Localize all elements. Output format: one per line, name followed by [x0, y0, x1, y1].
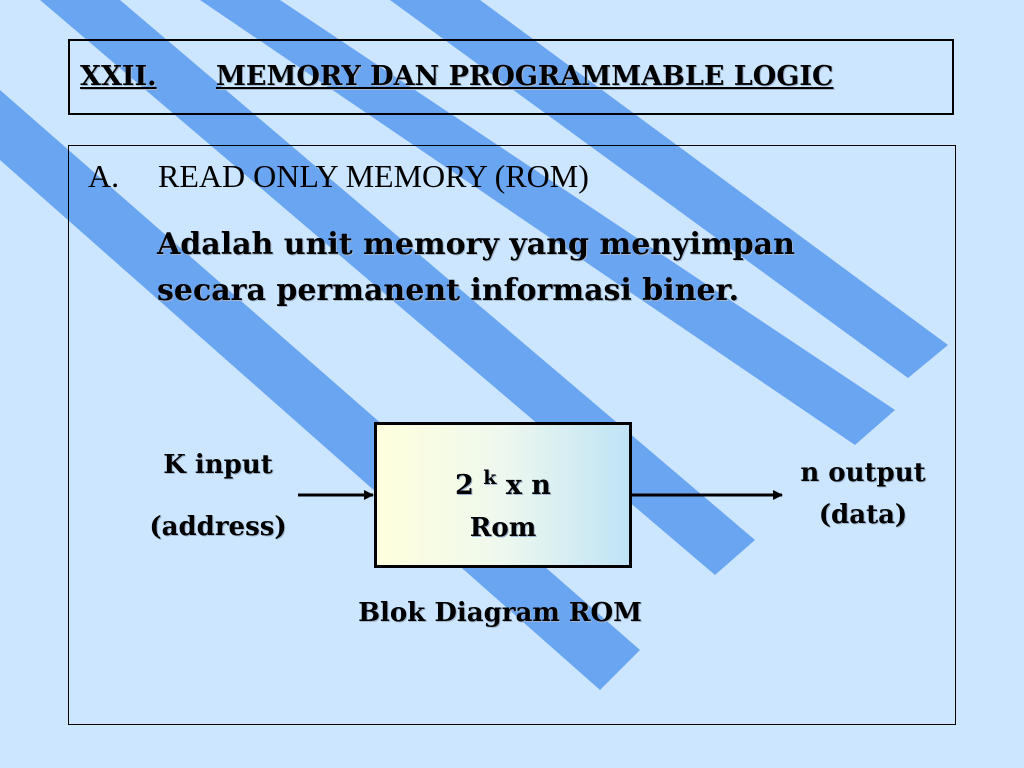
- diagram-caption: Blok Diagram ROM: [358, 598, 642, 628]
- description-line: secara permanent informasi biner.: [157, 273, 740, 308]
- output-sublabel: (data): [818, 500, 908, 530]
- section-letter: A.: [88, 158, 120, 194]
- rom-capacity: 2 k x n: [377, 467, 629, 501]
- description-line: Adalah unit memory yang menyimpan: [157, 227, 795, 262]
- rom-capacity-exponent: k: [483, 467, 497, 489]
- section-heading: READ ONLY MEMORY (ROM): [158, 158, 589, 194]
- slide-title: MEMORY DAN PROGRAMMABLE LOGIC: [216, 61, 834, 92]
- rom-name: Rom: [469, 513, 537, 543]
- output-label: n output: [800, 458, 926, 488]
- stripe: [390, 0, 948, 378]
- title-box: XXII. MEMORY DAN PROGRAMMABLE LOGIC: [68, 39, 954, 115]
- rom-description: Adalah unit memory yang menyimpan secara…: [157, 222, 917, 314]
- rom-capacity-base: 2: [455, 470, 474, 501]
- rom-capacity-suffix: x n: [505, 470, 551, 501]
- content-box: [68, 145, 956, 725]
- input-label: K input: [163, 450, 273, 480]
- input-sublabel: (address): [149, 512, 287, 542]
- rom-block: 2 k x n Rom: [374, 422, 632, 568]
- stripe: [200, 0, 895, 445]
- slide-number: XXII.: [80, 61, 157, 92]
